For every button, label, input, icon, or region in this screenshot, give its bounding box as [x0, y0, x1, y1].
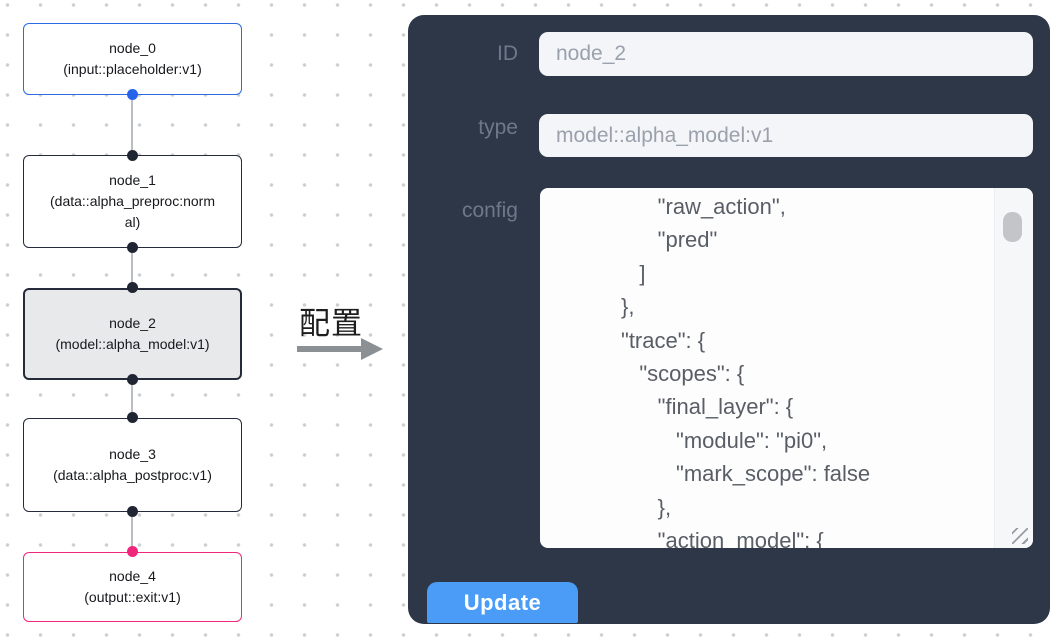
id-field-label: ID [497, 42, 518, 65]
flow-node-node_4[interactable]: node_4 (output::exit:v1) [23, 552, 242, 622]
handle-node3-output[interactable] [127, 506, 138, 517]
config-json-text: "raw_action", "pred" ] }, "trace": { "sc… [621, 194, 871, 548]
node-title: node_2 [109, 315, 156, 331]
update-button[interactable]: Update [427, 582, 578, 623]
node-config-panel: ID node_2 type model::alpha_model:v1 con… [408, 15, 1050, 624]
node-title: node_4 [109, 568, 156, 584]
flow-node-node_2-selected[interactable]: node_2 (model::alpha_model:v1) [23, 288, 242, 380]
type-input[interactable]: model::alpha_model:v1 [539, 114, 1033, 157]
node-type-text: (model::alpha_model:v1) [55, 336, 210, 352]
edge-node3-node4 [131, 512, 133, 552]
node-title: node_0 [109, 40, 156, 56]
edge-node1-node2 [131, 248, 133, 288]
config-textarea[interactable]: "raw_action", "pred" ] }, "trace": { "sc… [540, 188, 1033, 548]
config-scrollbar-track[interactable] [994, 188, 1033, 548]
flow-node-node_1[interactable]: node_1 (data::alpha_preproc:normal) [23, 155, 242, 248]
handle-node3-input[interactable] [127, 412, 138, 423]
flow-node-node_0[interactable]: node_0 (input::placeholder:v1) [23, 23, 242, 95]
type-field-label: type [478, 116, 518, 139]
id-input[interactable]: node_2 [539, 32, 1033, 76]
edge-node2-node3 [131, 380, 133, 418]
config-field-label: config [461, 199, 518, 222]
handle-node0-output[interactable] [127, 89, 138, 100]
handle-node2-output[interactable] [127, 374, 138, 385]
config-scrollbar-thumb[interactable] [1003, 212, 1022, 242]
right-arrow-icon [297, 346, 363, 352]
node-type-text: (data::alpha_postproc:v1) [53, 467, 212, 483]
node-title: node_1 [109, 172, 156, 188]
config-annotation-label: 配置 [299, 306, 363, 341]
node-type-text: (output::exit:v1) [84, 589, 181, 605]
handle-node2-input[interactable] [127, 282, 138, 293]
handle-node1-input[interactable] [127, 150, 138, 161]
edge-node0-node1 [131, 95, 133, 155]
right-arrow-head-icon [361, 338, 383, 360]
node-type-text: (data::alpha_preproc:normal) [50, 193, 215, 230]
handle-node1-output[interactable] [127, 242, 138, 253]
node-title: node_3 [109, 446, 156, 462]
node-type-text: (input::placeholder:v1) [63, 61, 202, 77]
textarea-resize-handle-icon[interactable] [1012, 528, 1028, 544]
handle-node4-input[interactable] [127, 546, 138, 557]
flow-node-node_3[interactable]: node_3 (data::alpha_postproc:v1) [23, 418, 242, 512]
